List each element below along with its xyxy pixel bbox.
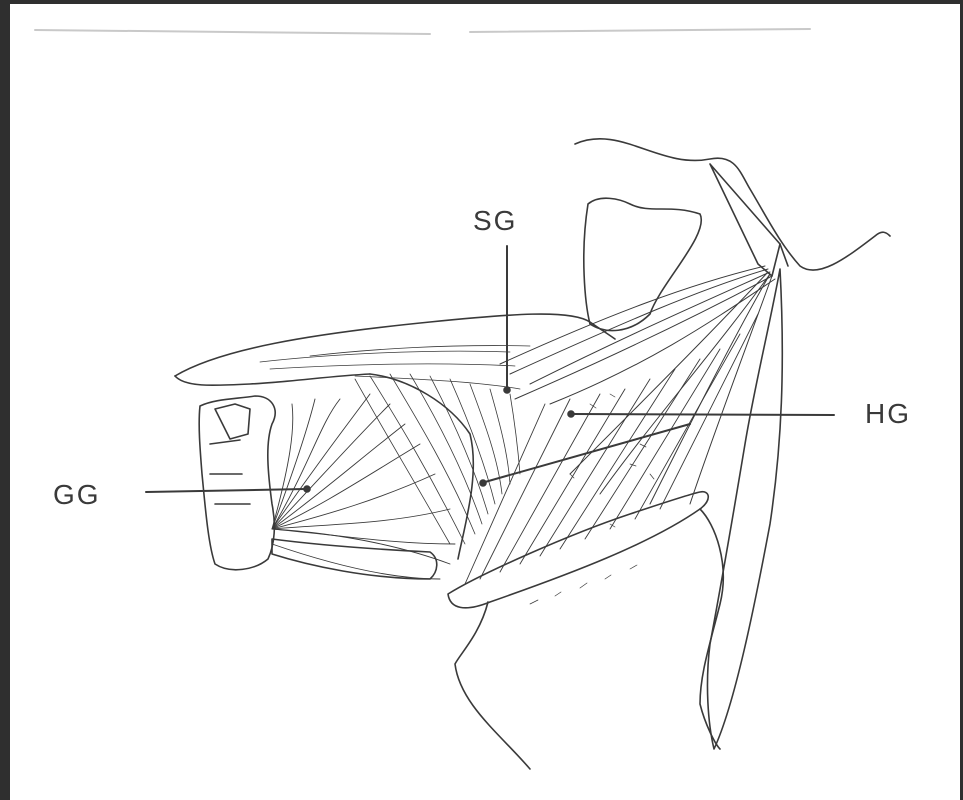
hyoglossus-fibers (465, 314, 758, 584)
styloglossus-fibers (500, 266, 775, 504)
larynx-outline (455, 602, 530, 769)
hg-secondary-callout-dot (480, 480, 486, 486)
label-hg: HG (865, 400, 911, 428)
mandible-detail (210, 440, 250, 504)
tongue-tip-underside (175, 374, 370, 385)
hg-callout-line (573, 414, 834, 415)
palate-outline (575, 139, 890, 270)
label-gg: GG (53, 481, 101, 509)
hyoid-bone (448, 492, 708, 608)
scan-artifact-line (35, 29, 810, 34)
geniohyoid-muscle (272, 539, 437, 579)
gg-callout-dot (304, 486, 310, 492)
pharyngeal-wall (700, 509, 723, 749)
gg-callout-line (146, 489, 305, 492)
tongue-muscle-illustration (10, 4, 960, 800)
tongue-dorsum (175, 314, 615, 376)
diagram-canvas: SG HG GG (10, 4, 960, 800)
mandible-segment (199, 396, 275, 570)
window-frame-left (0, 0, 10, 800)
hg-callout-dot (568, 411, 574, 417)
vertical-fibers (355, 374, 520, 544)
sg-callout-dot (504, 387, 510, 393)
incisor-outline (215, 404, 250, 439)
styloid-tip (780, 244, 788, 266)
label-sg: SG (473, 207, 517, 235)
